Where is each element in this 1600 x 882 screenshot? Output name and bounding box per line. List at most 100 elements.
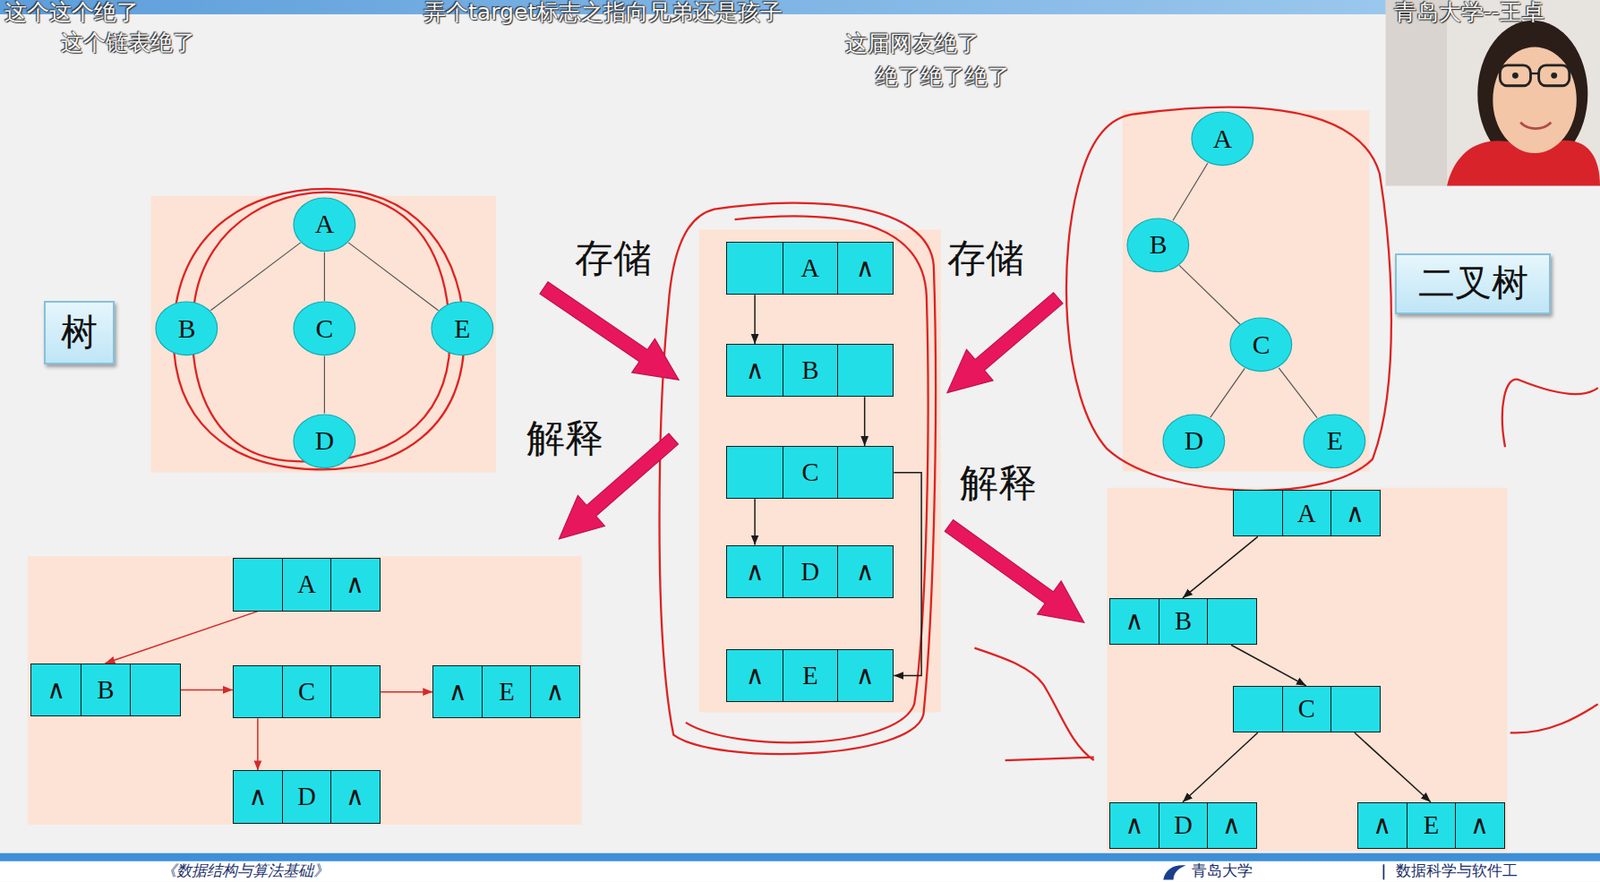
record-cell [1233, 490, 1283, 536]
tree-branch [348, 242, 438, 311]
pointer-arrow [753, 294, 756, 344]
record-cell [837, 344, 892, 396]
linked-record: C [232, 665, 381, 719]
node-text: C [298, 677, 316, 706]
store-arrow [933, 282, 1072, 409]
linked-record: ∧E∧ [726, 649, 894, 702]
record-cell [233, 666, 283, 718]
node-text: ∧ [855, 254, 875, 283]
interpret-arrow [937, 508, 1096, 639]
record-cell: B [1158, 598, 1207, 644]
tree-branch [1210, 367, 1245, 418]
record-cell: B [782, 344, 838, 396]
node-text: D [1184, 426, 1204, 456]
node-text: A [315, 209, 334, 240]
binary-circle: D [1162, 413, 1226, 470]
record-cell: ∧ [31, 664, 81, 716]
record-cell [1330, 686, 1379, 732]
record-cell: ∧ [433, 666, 482, 718]
node-text: E [498, 677, 514, 706]
record-cell: ∧ [837, 546, 892, 598]
comment-text: 弄个target标志之指向兄弟还是孩子 [423, 0, 783, 26]
pointer-arrow [1182, 732, 1258, 803]
tree-circle: E [430, 300, 495, 357]
binary-tree-panel [1122, 110, 1370, 471]
pointer-arrow [1354, 732, 1431, 803]
node-text: ∧ [1372, 811, 1392, 839]
school-logo-text: 青岛大学 [1191, 862, 1253, 880]
circle-outline [1191, 111, 1254, 166]
linked-record: ∧E∧ [432, 665, 581, 719]
record-cell: ∧ [837, 650, 892, 702]
linked-record: ∧D∧ [726, 545, 894, 599]
record-cell: D [782, 546, 838, 598]
circle-outline [1163, 414, 1225, 469]
record-cell: E [1406, 803, 1455, 848]
annotation-loop [1066, 107, 1392, 491]
circle-outline [293, 197, 356, 252]
annotation-stroke [1502, 379, 1599, 448]
webcam-wall [1386, 0, 1600, 186]
circle-outline [155, 301, 218, 356]
presenter-face [1492, 46, 1576, 154]
record-cell: E [481, 666, 531, 718]
linked-record: A∧ [1232, 489, 1381, 537]
node-text: E [1326, 426, 1344, 456]
tree-circle: B [154, 300, 219, 357]
linked-record: A∧ [232, 557, 381, 611]
record-cell [330, 666, 379, 718]
record-cell [727, 242, 782, 294]
linked-record: C [726, 445, 894, 499]
record-cell: D [282, 770, 331, 822]
node-text: ∧ [745, 356, 765, 385]
node-text: ∧ [248, 782, 267, 811]
pointer-arrow [753, 498, 756, 545]
record-cell [1233, 686, 1283, 732]
circle-outline [1230, 317, 1292, 372]
linked-record: ∧D∧ [1109, 802, 1258, 849]
tree-panel [151, 196, 497, 473]
step-label: 解释 [958, 461, 1039, 505]
node-text: A [297, 570, 317, 599]
node-text: B [178, 314, 197, 344]
record-cell: A [1282, 490, 1331, 536]
node-text: ∧ [745, 557, 765, 586]
node-text: A [1213, 124, 1233, 155]
node-text: ∧ [448, 677, 468, 706]
step-label: 存储 [573, 236, 654, 280]
record-cell: ∧ [837, 242, 892, 294]
node-text: A [801, 254, 821, 283]
node-text: C [801, 458, 819, 487]
binary-circle: B [1126, 217, 1190, 274]
circle-outline [293, 301, 356, 356]
node-text: D [297, 782, 317, 811]
pointer-arrow [180, 689, 233, 692]
comment-text: 这届网友绝了 [845, 31, 980, 57]
node-text: C [1252, 330, 1271, 360]
course-title: 《数据结构与算法基础》 [161, 862, 329, 880]
tree-branch [324, 356, 326, 414]
presenter-glasses [1539, 65, 1570, 86]
pointer-arrow [104, 611, 257, 664]
circle-outline [1127, 218, 1190, 273]
linked-record: ∧B [726, 343, 894, 397]
pink-arrows [532, 271, 1096, 640]
webcam-wall-shade [1386, 0, 1447, 186]
record-cell: ∧ [1358, 803, 1407, 848]
annotation-stroke [1510, 703, 1599, 733]
node-text: ∧ [1124, 607, 1144, 635]
linked-record: C [1232, 685, 1381, 733]
record-cell [233, 558, 283, 610]
tree-branch [210, 242, 300, 311]
circle-outline [431, 301, 494, 356]
record-cell: C [1282, 686, 1331, 732]
tree-branch [324, 251, 326, 301]
caption-box: 二叉树 [1394, 253, 1551, 315]
pointer-arrow [256, 718, 259, 771]
record-cell [129, 664, 180, 716]
binary-circle: E [1302, 413, 1367, 470]
